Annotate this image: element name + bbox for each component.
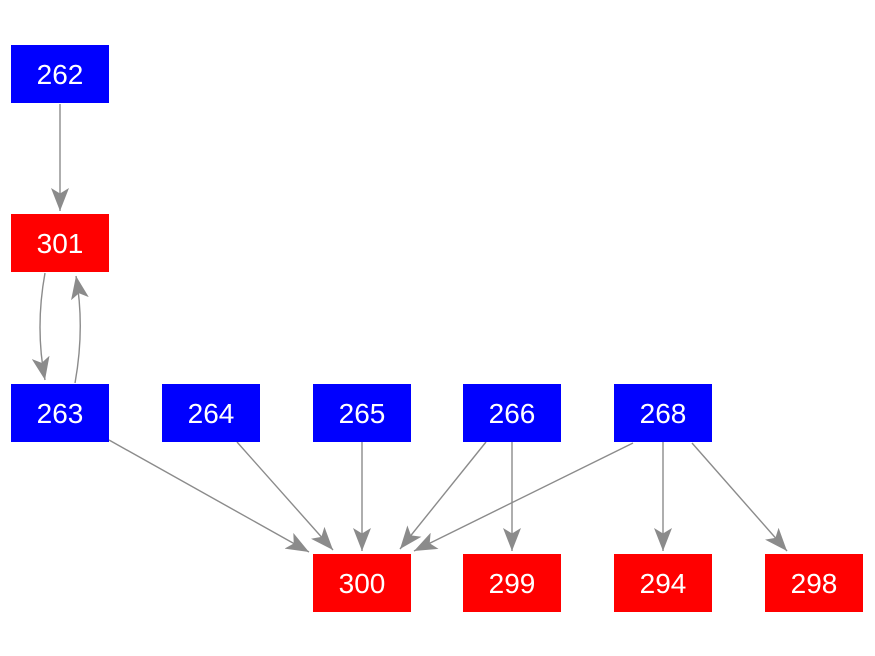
node-box-268 <box>614 384 712 442</box>
node-box-264 <box>162 384 260 442</box>
node-box-298 <box>765 554 863 612</box>
graph-node-298: 298 <box>765 554 863 612</box>
graph-node-266: 266 <box>463 384 561 442</box>
node-box-301 <box>11 214 109 272</box>
node-label-294: 294 <box>640 568 687 599</box>
edges-layer <box>31 104 788 553</box>
edge-268-298 <box>691 442 788 552</box>
node-label-266: 266 <box>489 398 536 429</box>
node-box-262 <box>11 45 109 103</box>
edge-268-300 <box>413 442 634 552</box>
node-label-301: 301 <box>37 228 84 259</box>
node-label-262: 262 <box>37 59 84 90</box>
node-box-266 <box>463 384 561 442</box>
graph-node-294: 294 <box>614 554 712 612</box>
node-box-299 <box>463 554 561 612</box>
edge-301-263 <box>31 272 50 381</box>
graph-node-262: 262 <box>11 45 109 103</box>
node-label-268: 268 <box>640 398 687 429</box>
node-label-300: 300 <box>339 568 386 599</box>
edge-263-301 <box>71 275 89 384</box>
node-label-299: 299 <box>489 568 536 599</box>
edge-264-300 <box>236 441 334 551</box>
edge-263-300 <box>108 439 310 553</box>
node-box-300 <box>313 554 411 612</box>
node-label-298: 298 <box>791 568 838 599</box>
node-label-263: 263 <box>37 398 84 429</box>
node-label-264: 264 <box>188 398 235 429</box>
graph-node-300: 300 <box>313 554 411 612</box>
node-box-263 <box>11 384 109 442</box>
node-box-265 <box>313 384 411 442</box>
graph-node-264: 264 <box>162 384 260 442</box>
node-label-265: 265 <box>339 398 386 429</box>
graph-node-268: 268 <box>614 384 712 442</box>
graph-node-265: 265 <box>313 384 411 442</box>
graph-node-301: 301 <box>11 214 109 272</box>
node-box-294 <box>614 554 712 612</box>
nodes-layer: 262 301 263 264 265 266 268 300 299 294 298 <box>11 45 863 612</box>
graph-node-299: 299 <box>463 554 561 612</box>
graph-node-263: 263 <box>11 384 109 442</box>
edge-266-300 <box>399 441 487 550</box>
